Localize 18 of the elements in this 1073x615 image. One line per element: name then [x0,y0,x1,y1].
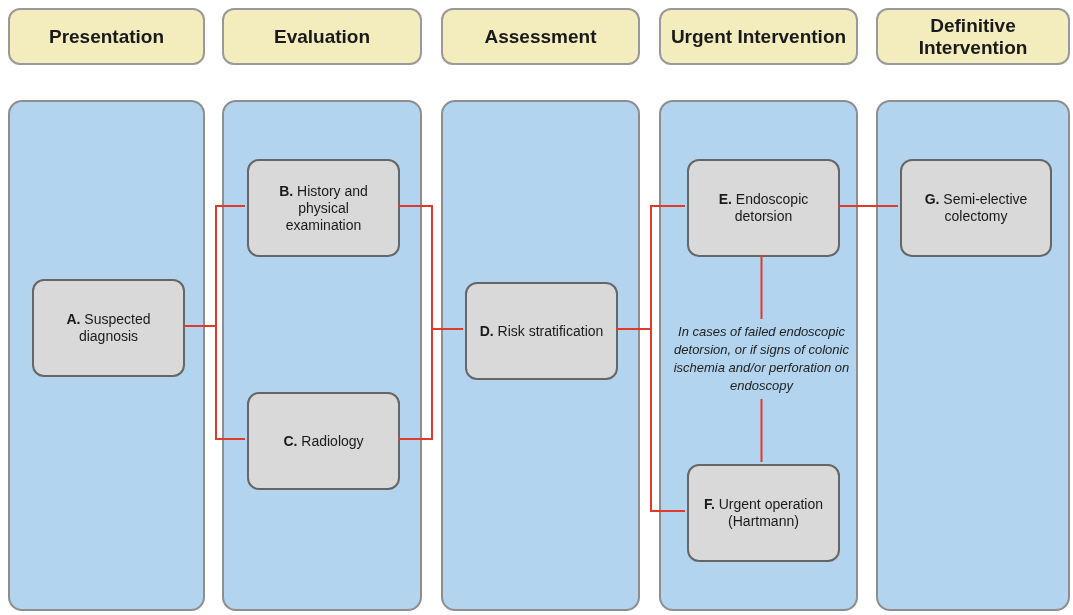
step-box: B. History and physical examination [247,159,400,257]
stage-header: Urgent Intervention [659,8,858,65]
step-box: G. Semi-elective colectomy [900,159,1052,257]
step-box: C. Radiology [247,392,400,490]
column-panel [441,100,640,611]
stage-header: Presentation [8,8,205,65]
column-panel [876,100,1070,611]
step-box: A. Suspected diagnosis [32,279,185,377]
edge-label: In cases of failed endoscopic detorsion, or if signs of colonic ischemia and/or perforation on endoscopy [672,318,851,399]
step-box: D. Risk stratification [465,282,618,380]
column-panel [222,100,422,611]
column-panel [8,100,205,611]
stage-header: Assessment [441,8,640,65]
stage-header: Evaluation [222,8,422,65]
step-box: F. Urgent operation (Hartmann) [687,464,840,562]
step-box: E. Endoscopic detorsion [687,159,840,257]
connector-line [837,205,899,207]
stage-header: Definitive Intervention [876,8,1070,65]
